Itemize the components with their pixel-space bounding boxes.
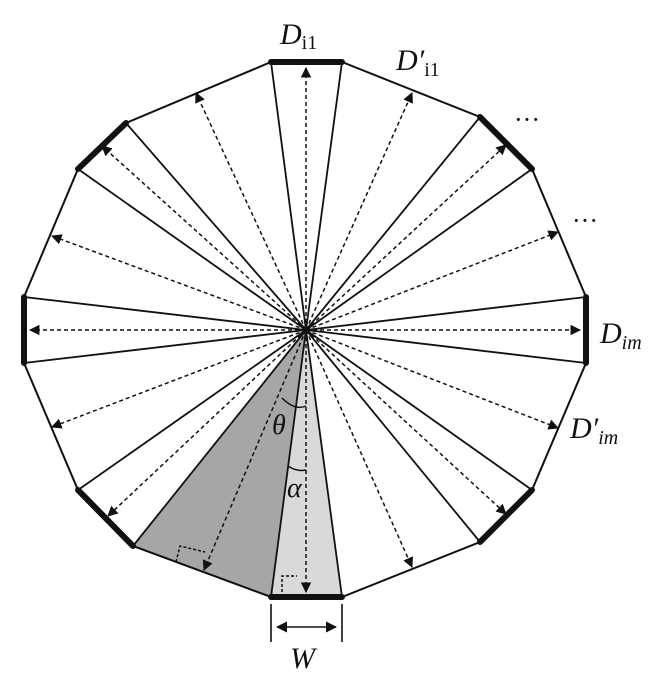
dark-shaded-triangle	[133, 330, 306, 597]
vertex-spokes	[23, 61, 587, 598]
ellipsis-top: ···	[514, 105, 540, 134]
width-dimension	[270, 604, 343, 642]
label-d-prime-im: D′im	[569, 412, 618, 449]
right-angle-markers	[175, 545, 297, 597]
label-d-prime-i1: D′i1	[395, 44, 440, 81]
label-alpha: α	[287, 473, 303, 504]
label-theta: θ	[272, 410, 286, 441]
ellipsis-right: ···	[572, 206, 598, 235]
theta-arc	[281, 397, 307, 409]
angle-arcs	[281, 397, 307, 472]
label-d-i1: Di1	[279, 18, 317, 54]
label-w: W	[290, 642, 318, 675]
dashed-normal-arrows	[28, 66, 582, 594]
detector-segments	[21, 59, 589, 600]
alpha-arc	[287, 465, 307, 472]
label-d-im: Dim	[599, 317, 642, 354]
